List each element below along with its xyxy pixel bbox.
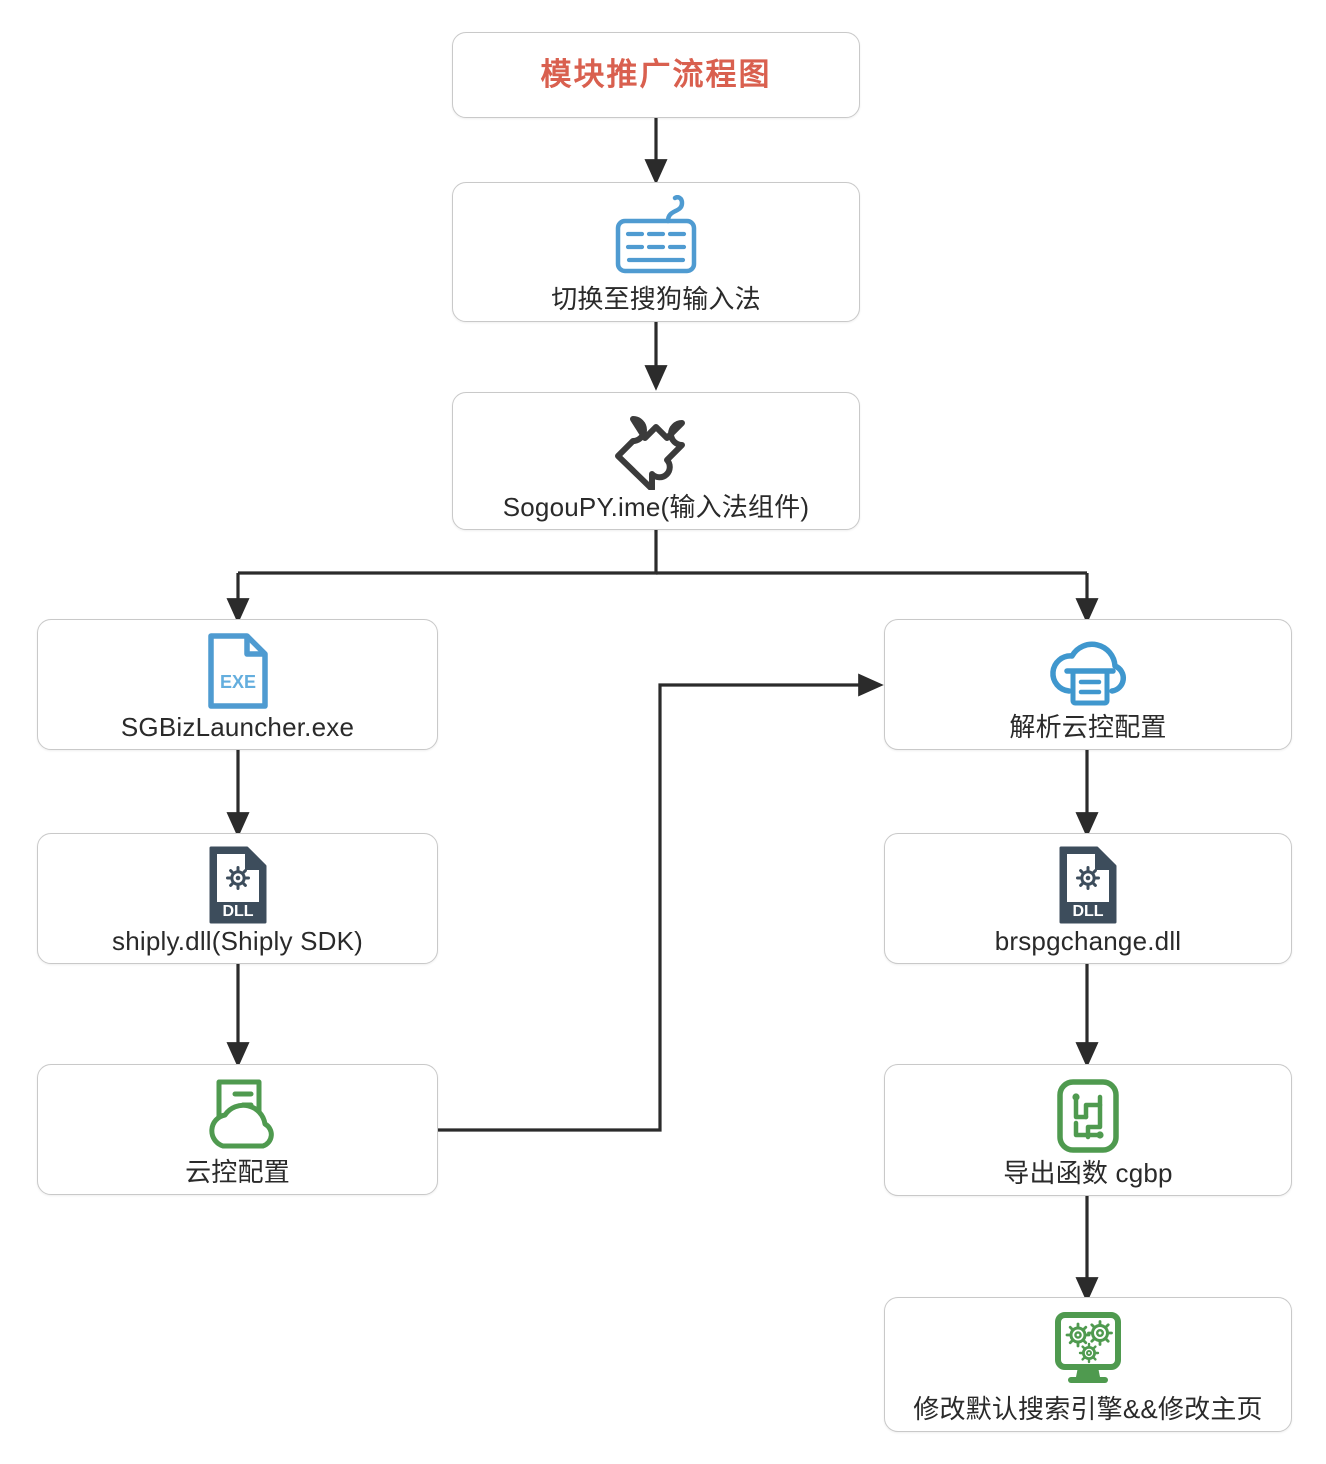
node-modify-search-homepage-label: 修改默认搜索引擎&&修改主页: [913, 1394, 1263, 1425]
cloud-document-icon: [38, 1065, 437, 1158]
keyboard-icon: [453, 183, 859, 285]
node-switch-ime[interactable]: 切换至搜狗输入法: [452, 182, 860, 322]
node-modify-search-homepage[interactable]: 修改默认搜索引擎&&修改主页: [884, 1297, 1292, 1432]
dll-file-icon-text: DLL: [1072, 903, 1103, 920]
node-sgbizlauncher-label: SGBizLauncher.exe: [120, 712, 355, 743]
node-sogoupy-ime[interactable]: SogouPY.ime(输入法组件): [452, 392, 860, 530]
node-parse-cloud-config-label: 解析云控配置: [1009, 712, 1167, 743]
node-export-function-cgbp[interactable]: 导出函数 cgbp: [884, 1064, 1292, 1196]
cloud-parse-icon: [885, 620, 1291, 713]
node-cloud-config-label: 云控配置: [185, 1157, 290, 1188]
node-parse-cloud-config[interactable]: 解析云控配置: [884, 619, 1292, 750]
dll-file-icon: DLL: [885, 834, 1291, 927]
edge-cloud-config-to-parse-cloud-config: [438, 673, 884, 1132]
circuit-function-icon: [885, 1065, 1291, 1159]
node-brspgchange-dll[interactable]: DLL brspgchange.dll: [884, 833, 1292, 964]
node-sogoupy-ime-label: SogouPY.ime(输入法组件): [502, 492, 810, 523]
node-shiply-dll[interactable]: DLL shiply.dll(Shiply SDK): [37, 833, 438, 964]
edge-sogoupy-bus: [238, 530, 658, 575]
node-sgbizlauncher[interactable]: EXE SGBizLauncher.exe: [37, 619, 438, 750]
exe-file-icon: EXE: [38, 620, 437, 713]
exe-file-icon-text: EXE: [219, 672, 255, 692]
node-export-function-cgbp-label: 导出函数 cgbp: [1003, 1158, 1173, 1189]
node-cloud-config[interactable]: 云控配置: [37, 1064, 438, 1195]
monitor-gears-icon: [885, 1298, 1291, 1395]
node-title-label: 模块推广流程图: [540, 57, 772, 93]
node-switch-ime-label: 切换至搜狗输入法: [551, 284, 761, 315]
dll-file-icon-text: DLL: [222, 903, 253, 920]
dll-file-icon: DLL: [38, 834, 437, 927]
node-title[interactable]: 模块推广流程图: [452, 32, 860, 118]
node-brspgchange-dll-label: brspgchange.dll: [994, 926, 1182, 957]
puzzle-piece-icon: [453, 393, 859, 493]
node-shiply-dll-label: shiply.dll(Shiply SDK): [112, 926, 363, 957]
